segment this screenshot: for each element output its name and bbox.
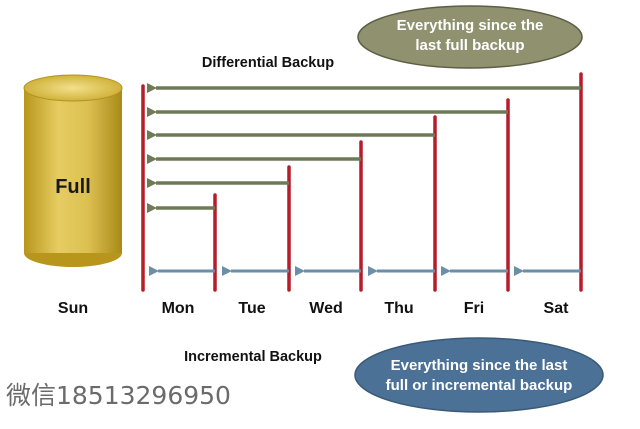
differential-note: Everything since the last full backup bbox=[357, 5, 583, 69]
differential-arrows bbox=[147, 83, 581, 213]
day-label-wed: Wed bbox=[309, 300, 342, 317]
day-labels: Sun Mon Tue Wed Thu Fri Sat bbox=[58, 300, 569, 317]
day-label-mon: Mon bbox=[162, 300, 195, 317]
day-markers bbox=[141, 72, 583, 292]
day-label-sat: Sat bbox=[544, 300, 570, 317]
differential-note-line1: Everything since the bbox=[397, 17, 544, 34]
day-label-sun: Sun bbox=[58, 300, 88, 317]
day-label-fri: Fri bbox=[464, 300, 484, 317]
incremental-note: Everything since the last full or increm… bbox=[354, 337, 604, 413]
incremental-title: Incremental Backup bbox=[184, 349, 322, 365]
differential-title: Differential Backup bbox=[202, 55, 334, 71]
full-label: Full bbox=[55, 176, 91, 198]
incremental-note-line1: Everything since the last bbox=[391, 357, 568, 374]
watermark-text: 微信18513296950 bbox=[6, 381, 231, 410]
day-label-thu: Thu bbox=[384, 300, 413, 317]
incremental-note-line2: full or incremental backup bbox=[386, 377, 573, 394]
full-backup-cylinder-icon: Full bbox=[23, 74, 123, 267]
day-label-tue: Tue bbox=[238, 300, 265, 317]
differential-note-line2: last full backup bbox=[415, 37, 524, 54]
